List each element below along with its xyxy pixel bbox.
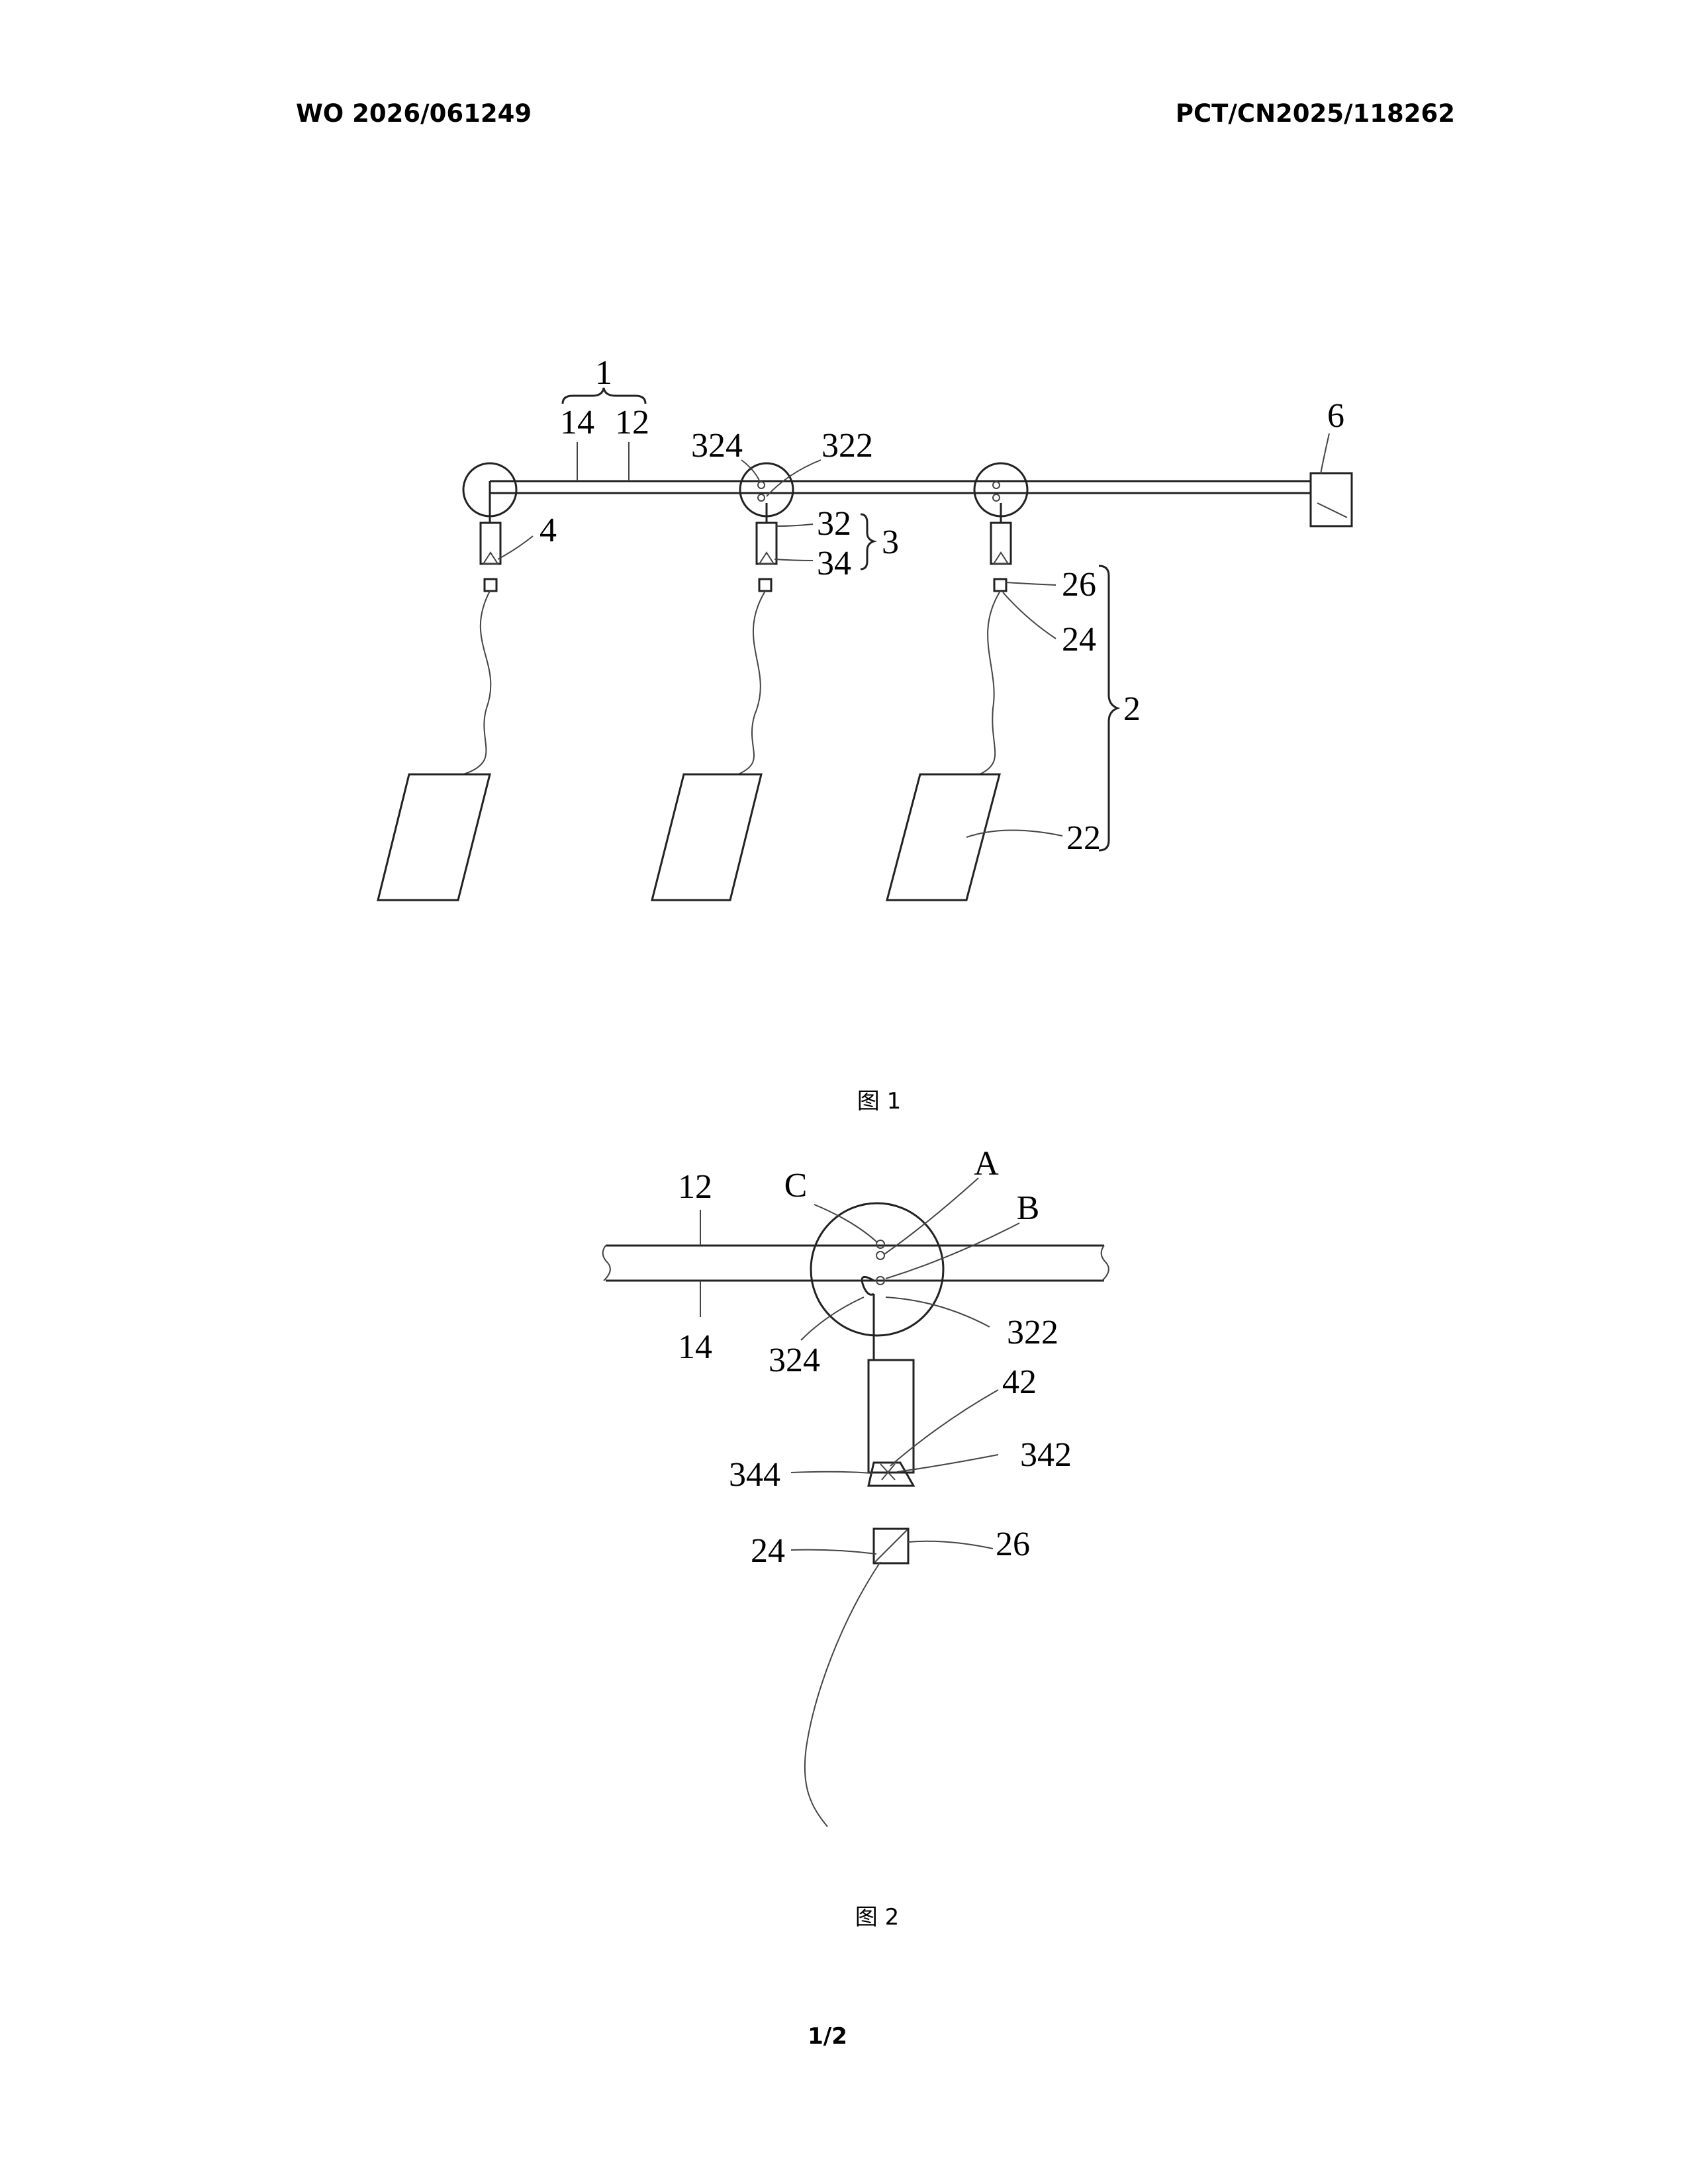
label2-24: 24 <box>751 1532 785 1570</box>
label2-42: 42 <box>1002 1363 1037 1401</box>
leader2-342 <box>897 1455 998 1472</box>
tag-26-2 <box>759 579 771 591</box>
clamp-1 <box>481 523 500 564</box>
label-324: 324 <box>691 427 743 465</box>
leader-32 <box>776 524 813 526</box>
label-26: 26 <box>1062 566 1096 604</box>
string-24-3 <box>980 591 1000 774</box>
leader2-42 <box>890 1390 998 1466</box>
label-34: 34 <box>817 545 851 582</box>
brace-2 <box>1099 566 1117 850</box>
string-24-2 <box>738 591 765 774</box>
clamp-1-wedge <box>483 553 498 564</box>
label-322: 322 <box>821 427 873 465</box>
page-number: 1/2 <box>808 2023 847 2050</box>
tag-26-1 <box>485 579 496 591</box>
leader-22 <box>966 830 1062 837</box>
string-24-detail <box>805 1562 880 1827</box>
label-4: 4 <box>539 512 557 549</box>
string-24-1 <box>463 591 491 774</box>
label2-C: C <box>784 1167 808 1205</box>
hook-3a <box>993 482 1000 488</box>
clamp-2 <box>757 523 776 564</box>
point-A <box>876 1251 884 1259</box>
leader-324 <box>741 460 760 482</box>
label2-322: 322 <box>1007 1314 1058 1351</box>
leader-4 <box>498 536 533 559</box>
label-32: 32 <box>817 505 851 543</box>
label2-12: 12 <box>678 1168 712 1206</box>
panel-22-2 <box>652 774 761 900</box>
leader-34 <box>774 559 813 561</box>
label-22: 22 <box>1066 819 1101 857</box>
leader-26 <box>1006 582 1056 585</box>
label2-324: 324 <box>769 1342 820 1379</box>
leader2-B <box>886 1223 1019 1279</box>
rail2-break-right <box>1102 1246 1109 1281</box>
leader2-26 <box>908 1541 993 1549</box>
point-C <box>876 1240 884 1248</box>
label2-26: 26 <box>996 1525 1030 1563</box>
clamp-3-wedge <box>994 553 1008 564</box>
clamp-body-detail <box>868 1360 914 1473</box>
leader-24 <box>1003 592 1056 639</box>
label-6: 6 <box>1327 397 1344 435</box>
hook-324-detail <box>862 1277 874 1295</box>
brace-3 <box>861 514 874 569</box>
label2-A: A <box>974 1145 999 1183</box>
leader2-24 <box>791 1550 876 1554</box>
label-12: 12 <box>615 404 649 441</box>
label-2: 2 <box>1123 690 1141 728</box>
figure-2: 12 14 C A B 324 322 42 344 342 24 26 图 2 <box>603 1145 1109 1931</box>
hook-324 <box>758 482 765 488</box>
box-6 <box>1311 473 1352 526</box>
panel-22-1 <box>378 774 490 900</box>
clamp-3 <box>991 523 1011 564</box>
label-24: 24 <box>1062 621 1096 659</box>
clamp-2-wedge <box>759 553 774 564</box>
hook-3b <box>993 494 1000 501</box>
label-3: 3 <box>882 523 899 561</box>
figure-2-caption: 图 2 <box>855 1904 899 1931</box>
label2-342: 342 <box>1020 1436 1072 1474</box>
label-1: 1 <box>595 354 612 392</box>
box-6-switch <box>1317 503 1347 518</box>
label-14: 14 <box>560 404 594 441</box>
leader2-A <box>884 1178 978 1254</box>
leader-6 <box>1321 433 1329 474</box>
leader2-344 <box>791 1472 872 1473</box>
figure-1-caption: 图 1 <box>857 1088 901 1115</box>
figure-1: 1 14 12 6 324 322 4 32 34 3 26 24 2 22 图… <box>378 354 1352 1115</box>
tag-26-diagonal <box>875 1530 907 1562</box>
leader2-322 <box>886 1297 990 1327</box>
rail2-break-left <box>603 1246 610 1281</box>
label2-B: B <box>1017 1189 1040 1227</box>
label2-344: 344 <box>729 1456 780 1494</box>
panel-22-3 <box>887 774 1000 900</box>
hook-322 <box>758 494 765 501</box>
tag-26-3 <box>994 579 1006 591</box>
label2-14: 14 <box>678 1328 712 1366</box>
